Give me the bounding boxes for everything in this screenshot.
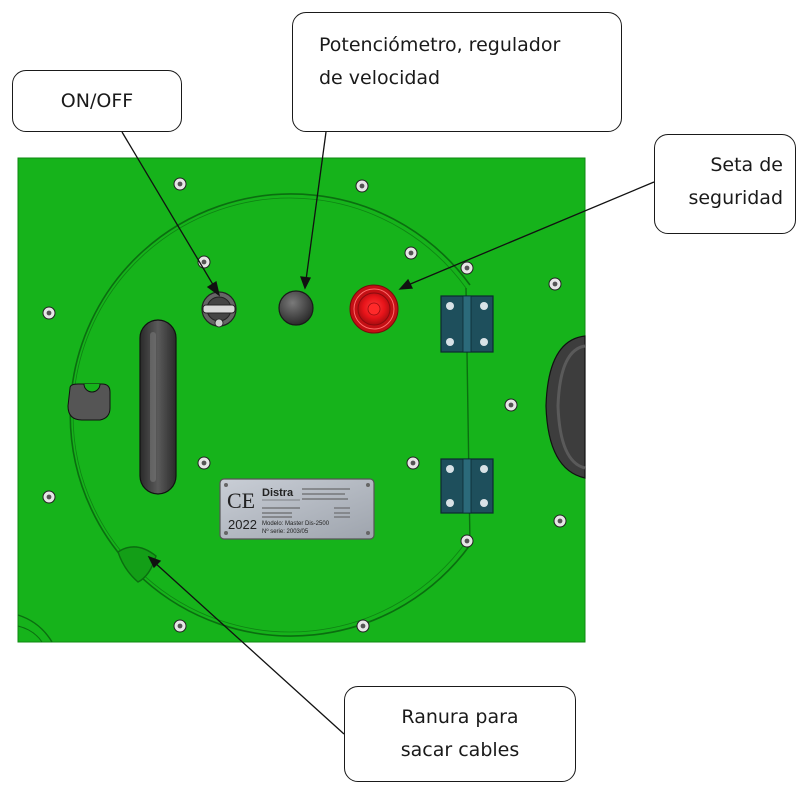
lid-handle-shine — [150, 332, 156, 482]
arrowhead-potenciometro — [300, 276, 311, 290]
callout-on-off-line-1: ON/OFF — [60, 90, 134, 112]
arrowhead-on-off — [206, 280, 221, 297]
callout-potenciometro-line-2: de velocidad — [319, 67, 441, 89]
side-handle-right — [545, 335, 586, 479]
screw — [460, 261, 474, 275]
screw — [42, 306, 56, 320]
hinge-top — [440, 295, 494, 353]
callout-seta: Seta de seguridad — [654, 134, 796, 234]
nameplate-model: Modelo: Master Dis-2500 — [262, 521, 330, 527]
screw — [355, 179, 369, 193]
arrow-on-off — [121, 131, 216, 289]
callout-ranura: Ranura para sacar cables — [344, 686, 576, 782]
corner-arc — [17, 614, 53, 643]
arrowhead-seta — [398, 278, 414, 290]
callout-seta-line-1: Seta de — [710, 154, 783, 176]
callout-potenciometro: Potenciómetro, regulador de velocidad — [292, 12, 622, 132]
arrow-ranura — [153, 561, 345, 735]
screw — [173, 177, 187, 191]
callout-ranura-line-2: sacar cables — [400, 739, 520, 761]
callout-on-off: ON/OFF — [12, 70, 182, 132]
nameplate: CE 2022 Distra Modelo: Master Dis-2500 N… — [219, 478, 375, 540]
screw — [42, 490, 56, 504]
screw — [173, 619, 187, 633]
screws — [42, 177, 567, 633]
left-latch — [67, 383, 111, 421]
callout-potenciometro-line-1: Potenciómetro, regulador — [319, 34, 561, 56]
corner-arc-2 — [17, 625, 43, 643]
screw — [504, 398, 518, 412]
left-latch-notch — [83, 383, 101, 393]
arrow-potenciometro — [305, 131, 327, 281]
lid-handle — [139, 319, 177, 495]
screw — [460, 534, 474, 548]
nameplate-serial: Nº serie: 2003/05 — [262, 528, 309, 535]
on-off-switch — [201, 291, 237, 328]
screw — [548, 277, 562, 291]
callout-seta-line-2: seguridad — [688, 187, 783, 209]
nameplate-ce-mark: CE — [227, 488, 255, 513]
screw — [356, 619, 370, 633]
leader-arrows — [121, 131, 655, 735]
potentiometer-knob — [278, 290, 314, 326]
arrowhead-ranura — [147, 555, 162, 569]
screw — [406, 456, 420, 470]
callout-ranura-line-1: Ranura para — [401, 706, 519, 728]
screw — [197, 456, 211, 470]
screw — [553, 514, 567, 528]
green-panel — [17, 157, 586, 643]
hinge-bottom — [440, 458, 494, 514]
nameplate-year: 2022 — [228, 517, 257, 532]
side-handle-right-inner — [556, 344, 586, 470]
nameplate-brand: Distra — [262, 487, 294, 499]
arrow-seta — [407, 181, 655, 286]
cable-slot — [117, 546, 157, 583]
nameplate-fineprint — [262, 488, 350, 518]
screw — [404, 246, 418, 260]
emergency-stop-button — [349, 284, 399, 334]
